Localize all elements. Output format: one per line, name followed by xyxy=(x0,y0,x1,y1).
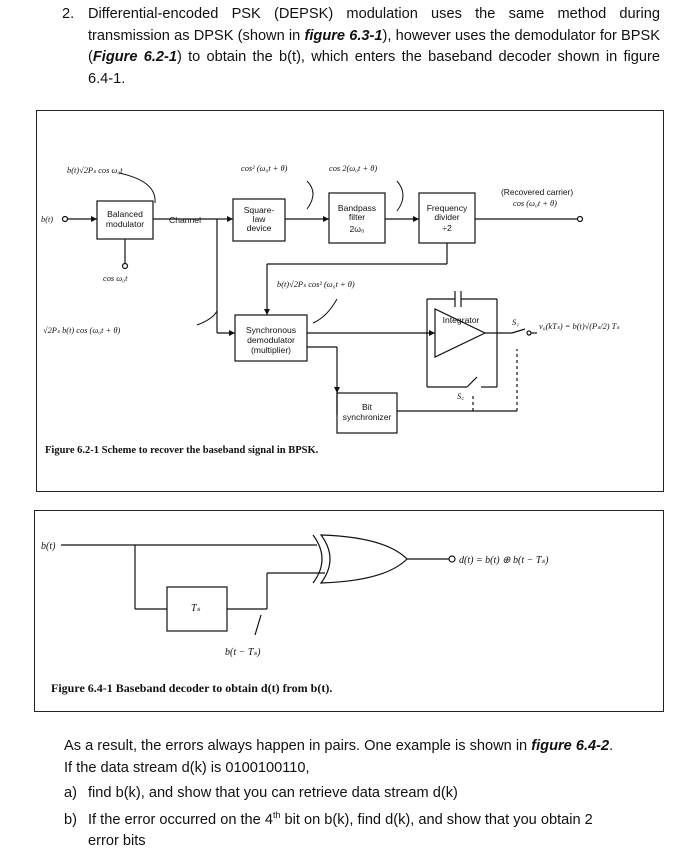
delayed-signal-label: b(t − Tₛ) xyxy=(225,647,261,658)
svg-text:divider: divider xyxy=(434,212,459,222)
recovered-carrier-expr: cos (ω₀t + θ) xyxy=(513,199,557,208)
carrier-label: cos ω₀t xyxy=(103,274,128,283)
figure-baseband-decoder: b(t) Tₛ b(t − Tₛ) d(t) = b(t) ⊕ b(t − Tₛ… xyxy=(34,510,664,712)
modulated-signal-label: b(t)√2Pₛ cos ω₀t xyxy=(67,166,123,175)
cos2-label: cos² (ω₀t + θ) xyxy=(241,164,288,173)
svg-text:÷2: ÷2 xyxy=(442,223,452,233)
figure-ref: figure 6.4-2 xyxy=(531,738,610,754)
svg-text:2ω₀: 2ω₀ xyxy=(349,224,364,234)
square-law-box xyxy=(232,198,286,242)
figure-ref: figure 6.3-1 xyxy=(304,27,383,44)
bit-sync-label: Bit xyxy=(362,402,373,412)
recovered-carrier-label: (Recovered carrier) xyxy=(501,187,573,197)
switch-sc-label: S꜀ xyxy=(457,392,464,401)
bit-synchronizer-box xyxy=(336,392,398,434)
figure-caption: Figure 6.2-1 Scheme to recover the baseb… xyxy=(45,445,319,456)
svg-text:synchronizer: synchronizer xyxy=(343,412,392,422)
svg-text:filter: filter xyxy=(349,212,365,222)
received-signal-label: √2Pₛ b(t) cos (ω₀t + θ) xyxy=(43,326,120,335)
body-line-2: If the data stream d(k) is 0100100110, xyxy=(64,760,310,776)
svg-text:(multiplier): (multiplier) xyxy=(251,345,291,355)
delay-label: Tₛ xyxy=(191,603,201,614)
decoder-input-label: b(t) xyxy=(41,541,56,552)
question-text: Differential-encoded PSK (DEPSK) modulat… xyxy=(88,6,660,87)
frequency-divider-label: Frequency xyxy=(427,203,468,213)
balanced-modulator-label: Balanced xyxy=(107,209,143,219)
bandpass-label: Bandpass xyxy=(338,203,376,213)
cos2w-label: cos 2(ω₀t + θ) xyxy=(329,164,377,173)
output-label: v₀(kTₛ) = b(t)√(Pₛ/2) Tₛ xyxy=(539,322,620,331)
list-item-a: a)find b(k), and show that you can retri… xyxy=(64,785,458,801)
sync-demod-label: Synchronous xyxy=(246,325,296,335)
svg-text:demodulator: demodulator xyxy=(247,335,295,345)
xor-gate-body xyxy=(319,534,408,584)
svg-text:modulator: modulator xyxy=(106,219,144,229)
switch-s1-label: S₁ xyxy=(512,318,519,327)
multiplier-output-label: b(t)√2Pₛ cos² (ω₀t + θ) xyxy=(277,280,355,289)
decoder-output-label: d(t) = b(t) ⊕ b(t − Tₛ) xyxy=(459,555,549,566)
square-law-label: Square- xyxy=(244,205,275,215)
input-label: b(t) xyxy=(41,215,53,224)
figure-bpsk-receiver: Balanced modulator Channel Square- law d… xyxy=(36,110,664,492)
figure-ref: Figure 6.2-1 xyxy=(92,49,177,65)
integrator-label: Integrator xyxy=(443,315,480,325)
synchronous-demodulator-box xyxy=(234,314,308,362)
svg-text:device: device xyxy=(247,223,272,233)
xor-gate-back xyxy=(312,534,323,584)
list-item-b: b)If the error occurred on the 4th bit o… xyxy=(64,810,593,850)
svg-text:law: law xyxy=(253,214,267,224)
figure-caption: Figure 6.4-1 Baseband decoder to obtain … xyxy=(51,681,333,695)
question-number: 2. xyxy=(62,6,75,22)
bandpass-box xyxy=(328,192,386,244)
body-line-1: As a result, the errors always happen in… xyxy=(64,738,614,754)
decoder-diagram: b(t) Tₛ b(t − Tₛ) d(t) = b(t) ⊕ b(t − Tₛ… xyxy=(41,534,549,658)
channel-label: Channel xyxy=(169,215,201,225)
bpsk-diagram: Balanced modulator Channel Square- law d… xyxy=(41,164,620,434)
